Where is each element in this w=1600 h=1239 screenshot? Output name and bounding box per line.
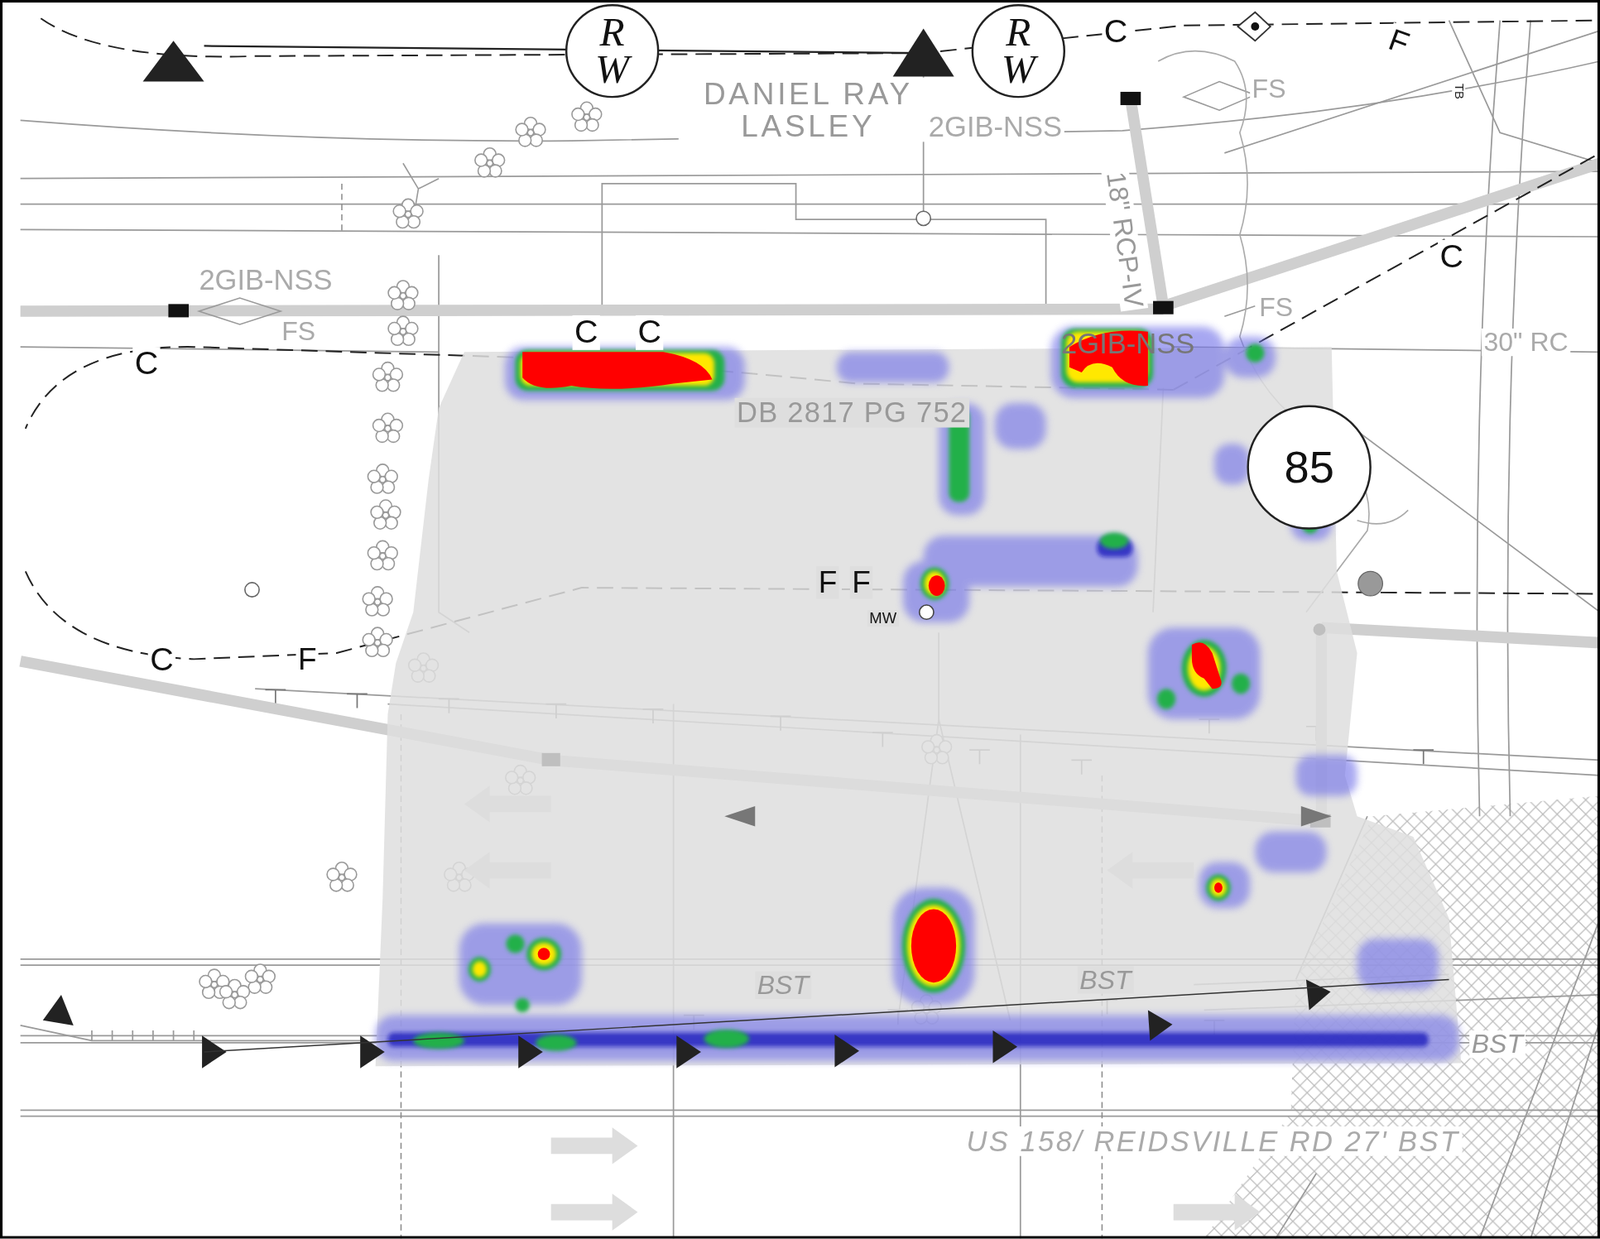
line-code: F bbox=[296, 643, 320, 676]
note-label: TB bbox=[1452, 81, 1466, 102]
surface-label: BST bbox=[1469, 1030, 1525, 1059]
pipe-label: 2GIB-NSS bbox=[1059, 328, 1197, 359]
well-label: MW bbox=[867, 610, 899, 626]
line-code: C bbox=[572, 315, 601, 350]
line-code: C bbox=[1101, 14, 1130, 49]
line-code: F bbox=[850, 566, 874, 599]
structure-label: FS bbox=[279, 317, 318, 346]
owner-name: DANIEL RAY LASLEY bbox=[678, 77, 938, 143]
callout-number: R W bbox=[595, 14, 630, 88]
callout-circle: R W bbox=[970, 3, 1067, 100]
line-code: C bbox=[1437, 240, 1466, 274]
line-code: F bbox=[816, 566, 840, 599]
structure-label: FS bbox=[1257, 293, 1296, 322]
structure-label: FS bbox=[1249, 75, 1288, 104]
deed-reference: DB 2817 PG 752 bbox=[735, 398, 970, 428]
pipe-label: 30" RC bbox=[1481, 328, 1571, 357]
surface-label: BST bbox=[1077, 965, 1134, 995]
pipe-label: 2GIB-NSS bbox=[926, 112, 1064, 143]
line-code: C bbox=[132, 346, 160, 381]
surface-label: BST bbox=[754, 971, 811, 1000]
line-code: C bbox=[148, 643, 176, 678]
callout-circle: 85 bbox=[1245, 403, 1373, 531]
road-name: US 158/ REIDSVILLE RD 27' BST bbox=[964, 1126, 1462, 1157]
callout-number: 85 bbox=[1283, 444, 1334, 490]
pipe-label: 2GIB-NSS bbox=[196, 265, 335, 296]
line-code: C bbox=[635, 315, 664, 350]
callout-number: R W bbox=[1000, 14, 1036, 88]
callout-circle: R W bbox=[564, 3, 661, 100]
